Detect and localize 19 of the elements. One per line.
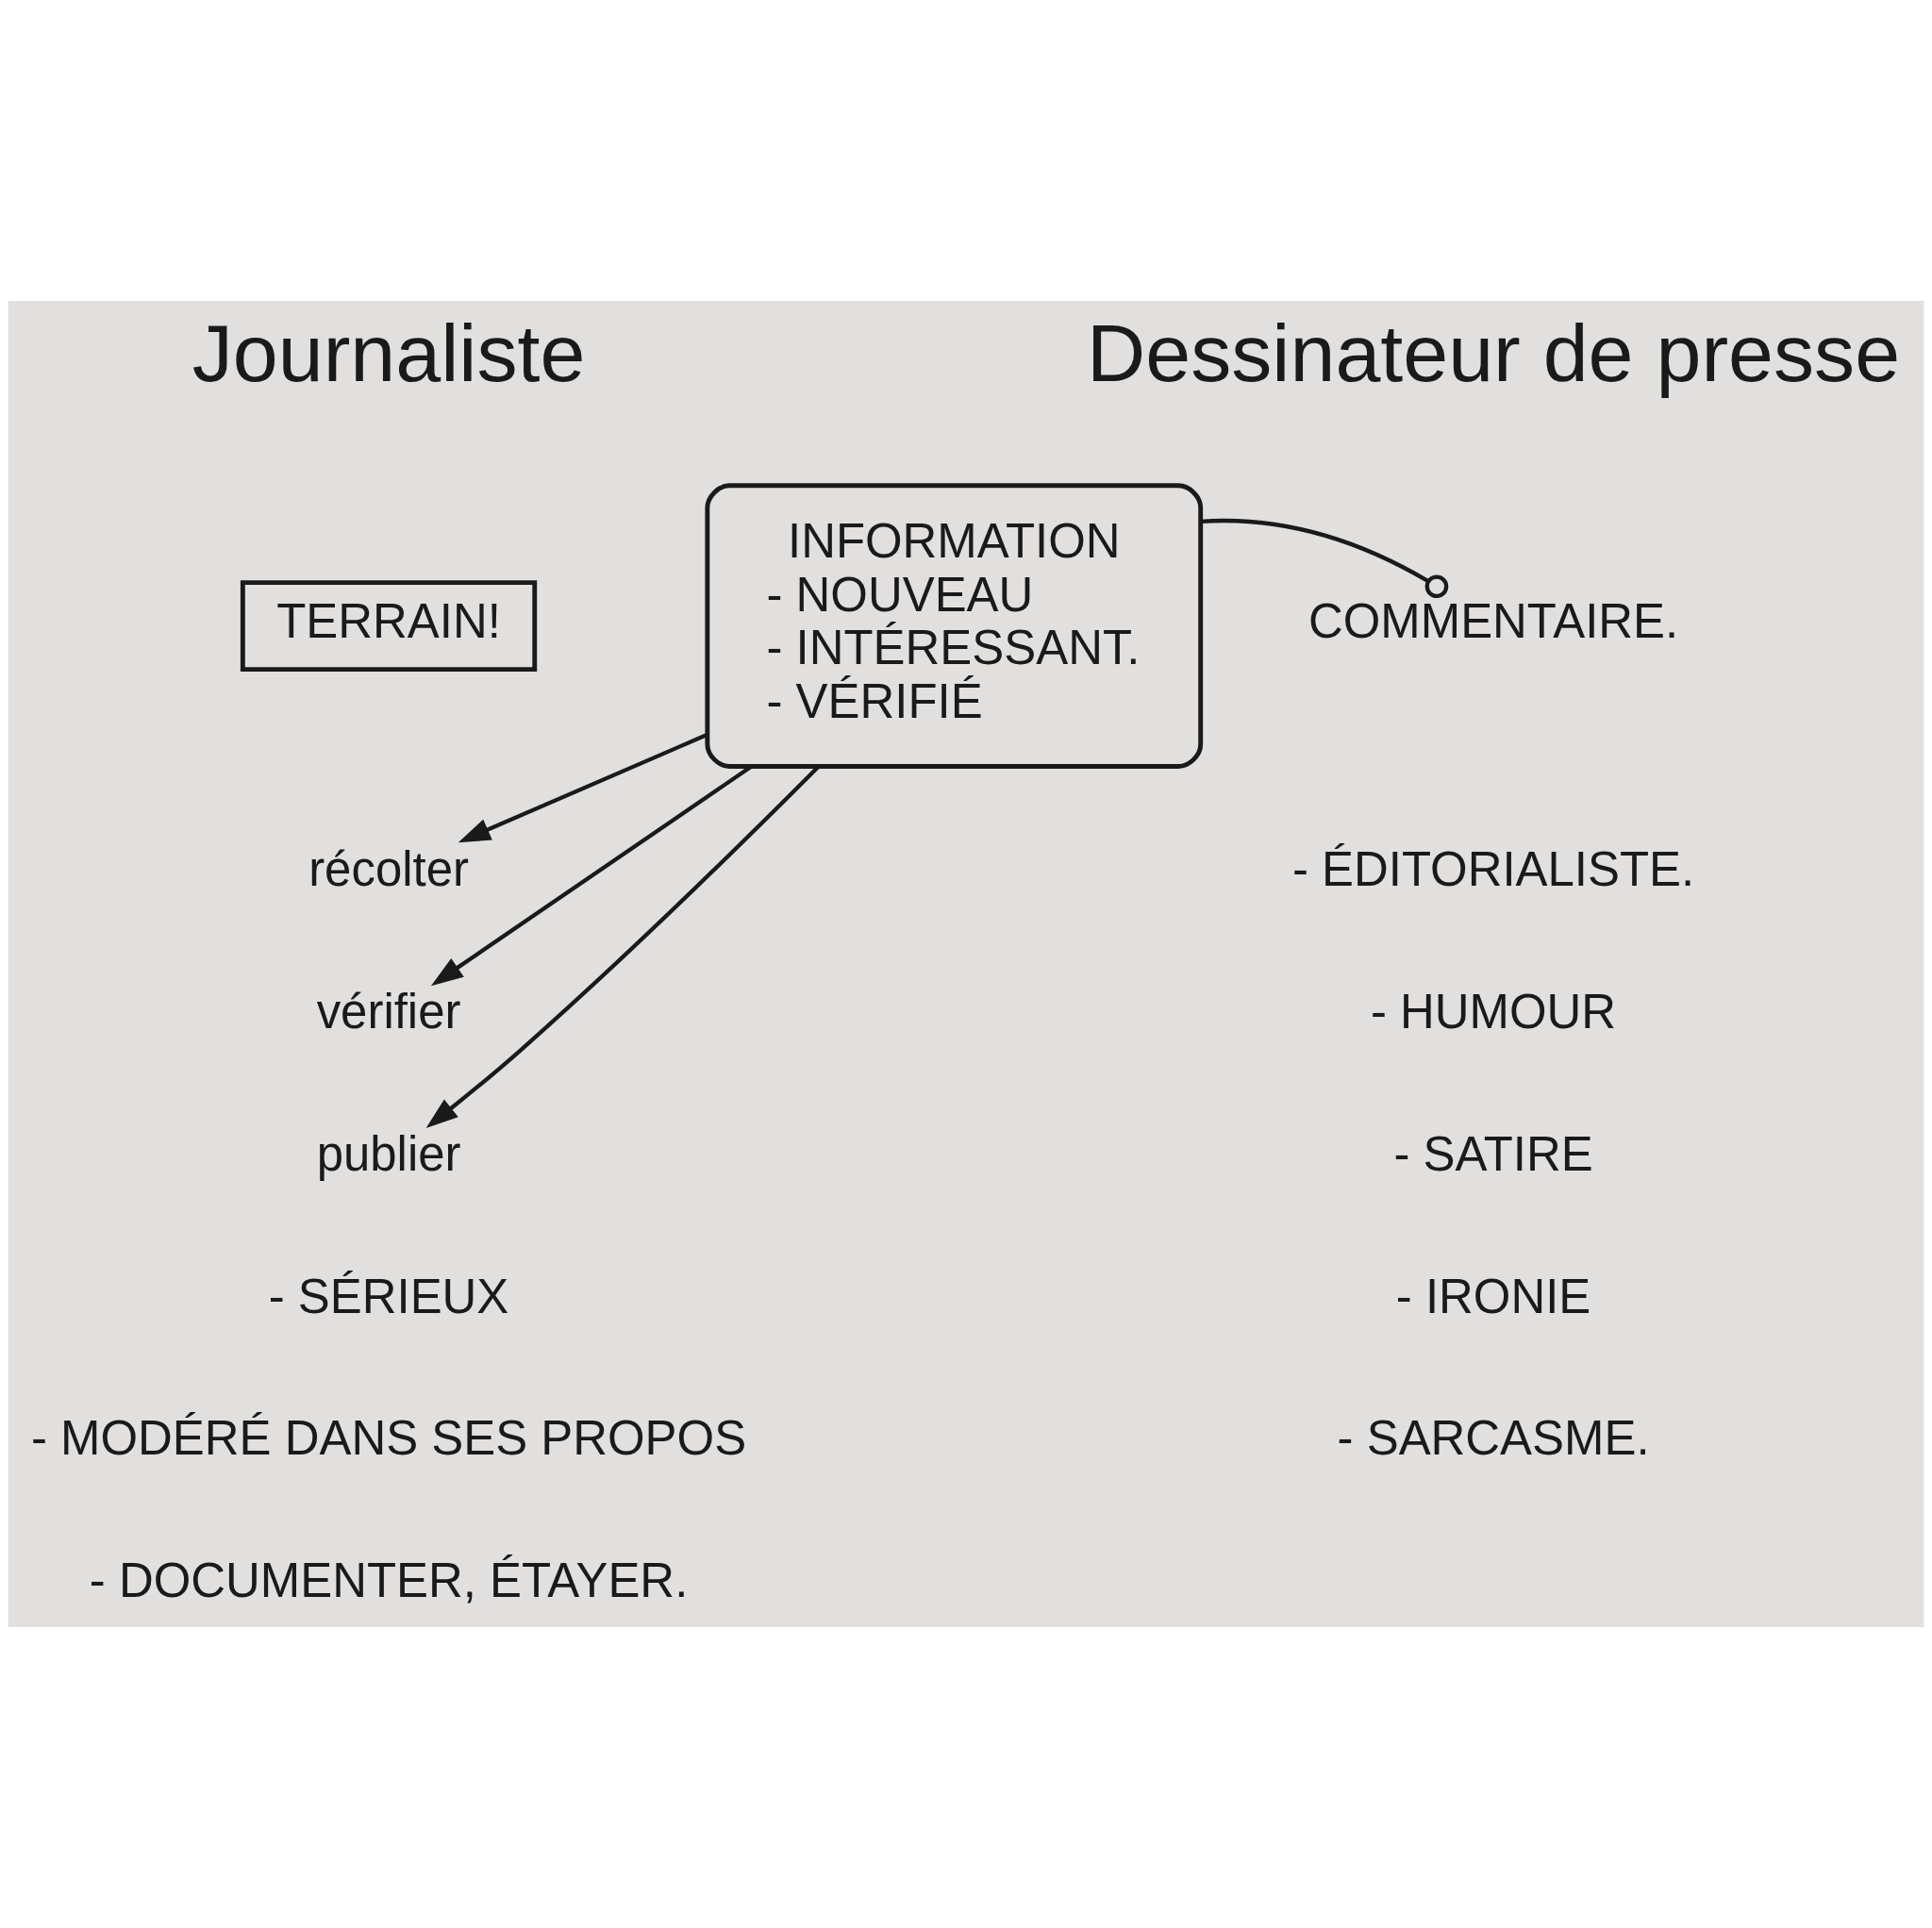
node-box: TERRAIN!	[240, 580, 538, 673]
label: - SÉRIEUX	[268, 1269, 509, 1323]
node-box: INFORMATION - NOUVEAU - INTÉRESSANT. - VÉRIFIÉ	[705, 483, 1204, 769]
node-text: récolter	[308, 842, 469, 897]
arrow	[425, 765, 821, 1129]
label: - ÉDITORIALISTE.	[1291, 842, 1695, 897]
label: - HUMOUR	[1370, 985, 1617, 1039]
label: Dessinateur de presse	[1087, 307, 1901, 398]
node-text: vérifier	[316, 985, 461, 1039]
label: - DOCUMENTER, ÉTAYER.	[89, 1554, 689, 1608]
label: - MODÉRÉ DANS SES PROPOS	[31, 1411, 747, 1466]
node-text: COMMENTAIRE.	[1307, 593, 1679, 648]
label: - IRONIE	[1395, 1269, 1591, 1323]
label: - SATIRE	[1393, 1126, 1593, 1181]
label: - SARCASME.	[1337, 1411, 1650, 1466]
arrow	[458, 733, 708, 843]
connector	[1201, 518, 1449, 599]
node-text: publier	[316, 1126, 461, 1181]
label: Journaliste	[192, 307, 586, 398]
